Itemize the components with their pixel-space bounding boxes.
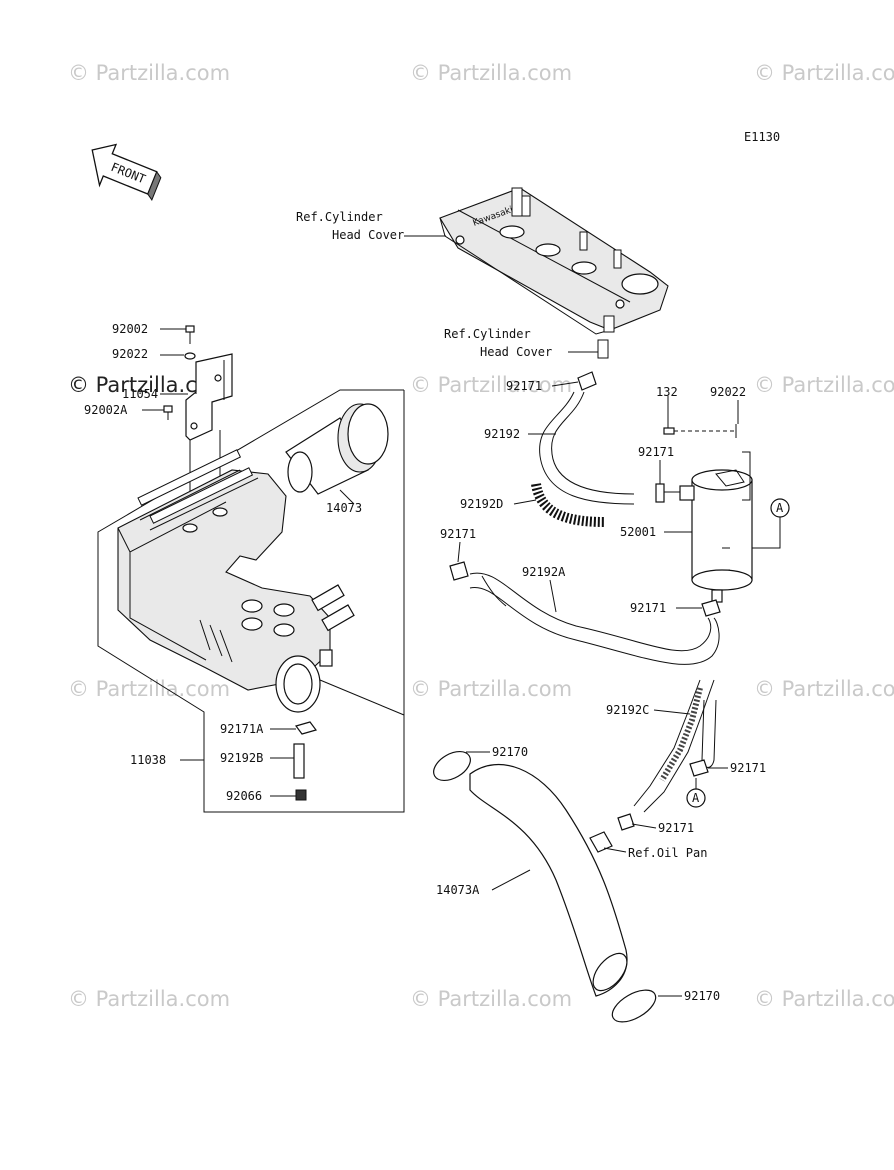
part-number: 92002 bbox=[112, 322, 148, 336]
bolt-92002 bbox=[185, 325, 195, 344]
tube-92192B bbox=[293, 743, 305, 779]
watermark: © Partzilla.com bbox=[410, 373, 572, 397]
ref-label: Ref.Oil Pan bbox=[628, 846, 707, 860]
part-number: 52001 bbox=[620, 525, 656, 539]
part-number: 92170 bbox=[684, 989, 720, 1003]
part-number: 92002A bbox=[84, 403, 128, 417]
cylinder-head-cover: Kawasaki bbox=[439, 187, 669, 335]
watermark: © Partzilla.com bbox=[410, 677, 572, 701]
oil-pan-fitting bbox=[589, 831, 613, 853]
ref-label: Head Cover bbox=[332, 228, 404, 242]
clip-92171 bbox=[689, 759, 709, 777]
part-number: 92192B bbox=[220, 751, 263, 765]
part-number: 92171 bbox=[506, 379, 542, 393]
part-number: 92171 bbox=[630, 601, 666, 615]
duct-14073A bbox=[433, 750, 657, 1023]
duct-14073 bbox=[285, 403, 389, 495]
clip-92171 bbox=[617, 813, 635, 831]
callout-marker-label: A bbox=[692, 791, 700, 805]
clip-92171 bbox=[701, 599, 721, 617]
clip-92171 bbox=[655, 483, 665, 503]
diagram-code: E1130 bbox=[744, 130, 780, 144]
hose-92192D bbox=[531, 482, 605, 527]
watermark: © Partzilla.com bbox=[68, 677, 230, 701]
watermark: © Partzilla.com bbox=[68, 61, 230, 85]
part-number: 92171A bbox=[220, 722, 264, 736]
bolt-92002A bbox=[163, 405, 173, 420]
clip-92171 bbox=[577, 371, 597, 391]
part-number: 14073 bbox=[326, 501, 362, 515]
part-number: 14073A bbox=[436, 883, 480, 897]
clip-92171A bbox=[294, 721, 318, 735]
washer-92022 bbox=[184, 352, 196, 360]
part-number: 92171 bbox=[440, 527, 476, 541]
watermark: © Partzilla.com bbox=[754, 677, 894, 701]
part-number: 92066 bbox=[226, 789, 262, 803]
canister-52001 bbox=[679, 451, 753, 603]
watermark: © Partzilla.com bbox=[410, 61, 572, 85]
cap-92066 bbox=[295, 789, 307, 801]
cover-nipple bbox=[597, 339, 609, 359]
resonator-11038 bbox=[117, 449, 355, 713]
watermark: © Partzilla.com bbox=[410, 987, 572, 1011]
clip-92171 bbox=[449, 561, 469, 581]
part-number: 11038 bbox=[130, 753, 166, 767]
watermark: © Partzilla.com bbox=[68, 987, 230, 1011]
part-number: 11054 bbox=[122, 387, 158, 401]
clamp-92170 bbox=[611, 989, 657, 1023]
assembly-outline bbox=[180, 390, 405, 813]
part-number: 92192A bbox=[522, 565, 566, 579]
ref-label: Head Cover bbox=[480, 345, 552, 359]
part-number: 92192 bbox=[484, 427, 520, 441]
bracket-11054 bbox=[185, 353, 233, 441]
watermark: © Partzilla.com bbox=[754, 987, 894, 1011]
part-number: 92022 bbox=[112, 347, 148, 361]
ref-label: Ref.Cylinder bbox=[444, 327, 531, 341]
watermark: © Partzilla.com bbox=[754, 373, 894, 397]
bolt-132 bbox=[663, 427, 675, 435]
part-number: 92171 bbox=[658, 821, 694, 835]
part-number: 92171 bbox=[638, 445, 674, 459]
ref-label: Ref.Cylinder bbox=[296, 210, 383, 224]
part-number: 92192D bbox=[460, 497, 503, 511]
part-number: 92170 bbox=[492, 745, 528, 759]
part-number: 92192C bbox=[606, 703, 649, 717]
part-labels: 92002 92022 11054 92002A 14073 11038 921… bbox=[84, 322, 766, 1003]
clamp-92170 bbox=[433, 750, 471, 782]
part-number: 92171 bbox=[730, 761, 766, 775]
watermark: © Partzilla.com bbox=[754, 61, 894, 85]
part-number: 132 bbox=[656, 385, 678, 399]
part-number: 92022 bbox=[710, 385, 746, 399]
callout-marker-label: A bbox=[776, 501, 784, 515]
front-arrow-icon: FRONT bbox=[91, 143, 162, 202]
